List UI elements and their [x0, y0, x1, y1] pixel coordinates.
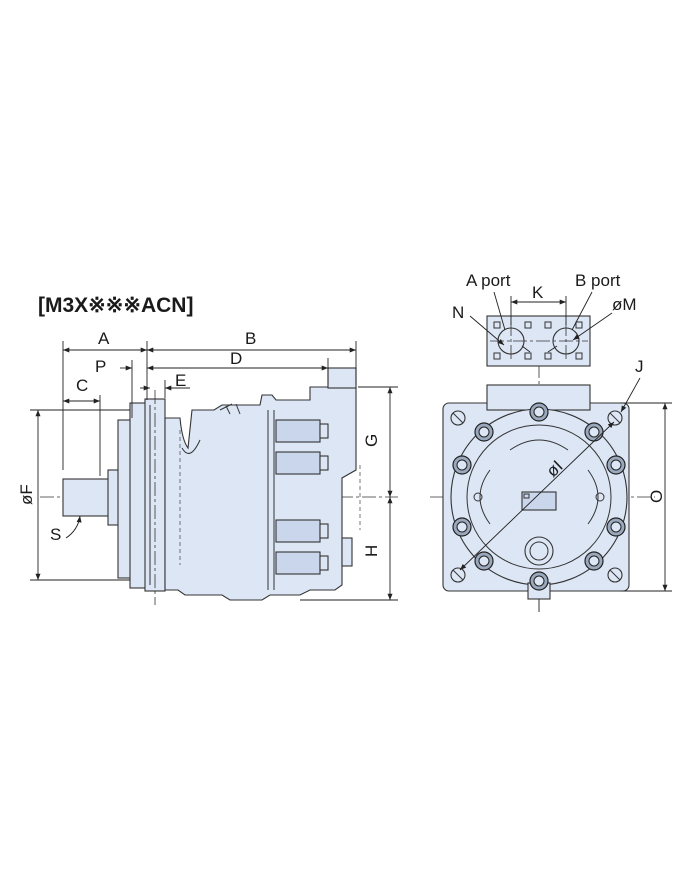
- shaft: [62, 478, 114, 517]
- b-port-label: B port: [575, 271, 621, 290]
- mounting-flange: [129, 402, 148, 589]
- dim-g-label: G: [362, 434, 381, 447]
- dim-j-label: J: [635, 357, 644, 376]
- dim-c-label: C: [76, 376, 88, 395]
- dim-e-label: E: [175, 371, 186, 390]
- dim-s-label: S: [50, 525, 61, 544]
- dim-d-label: D: [230, 349, 242, 368]
- model-title: [M3X※※※ACN]: [38, 294, 193, 317]
- dim-k-label: K: [532, 283, 544, 302]
- dim-b-label: B: [245, 329, 256, 348]
- end-view: øI A port B port K N øM J O: [430, 271, 672, 612]
- dim-n-label: N: [452, 303, 464, 322]
- dim-h-label: H: [362, 545, 381, 557]
- dim-o-label: O: [647, 490, 666, 503]
- dim-m-label: øM: [612, 295, 637, 314]
- dim-a-label: A: [98, 329, 110, 348]
- side-view: A B D P E C øF S G: [17, 329, 398, 605]
- a-port-label: A port: [466, 271, 511, 290]
- dim-p-label: P: [95, 357, 106, 376]
- cap-bolts-side: [275, 419, 329, 575]
- port-block-bolts: [493, 321, 583, 360]
- dim-f-label: øF: [17, 484, 36, 505]
- mounting-holes: [450, 410, 623, 583]
